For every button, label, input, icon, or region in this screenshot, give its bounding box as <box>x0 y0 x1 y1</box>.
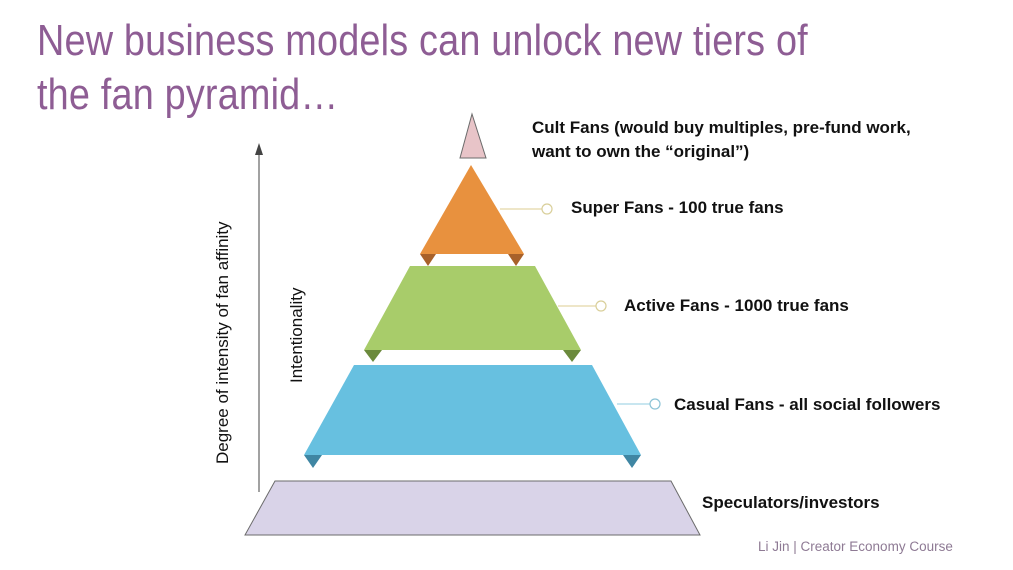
tier-casual-fans-shape <box>304 365 641 468</box>
label-super-fans: Super Fans - 100 true fans <box>571 198 784 217</box>
axis-label-intentionality: Intentionality <box>287 287 306 383</box>
label-cult-fans: Cult Fans (would buy multiples, pre-fund… <box>532 118 911 137</box>
tier-active-fans-shape <box>364 266 581 362</box>
label-cult-fans-line2: want to own the “original”) <box>532 142 750 161</box>
label-active-fans: Active Fans - 1000 true fans <box>624 296 849 315</box>
label-casual-fans: Casual Fans - all social followers <box>674 395 941 414</box>
callout-super-fans <box>500 203 553 215</box>
tier-super-fans-shape <box>420 165 524 266</box>
axis-label-affinity: Degree of intensity of fan affinity <box>213 221 232 464</box>
affinity-axis-arrow <box>255 143 263 492</box>
tier-cult-fans-shape <box>459 112 487 159</box>
slide-title: New business models can unlock new tiers… <box>37 16 808 119</box>
footer-credit: Li Jin | Creator Economy Course <box>758 539 953 554</box>
tier-speculators-shape <box>244 480 701 536</box>
callout-active-fans <box>558 300 607 312</box>
label-speculators: Speculators/investors <box>702 493 880 512</box>
callout-casual-fans <box>617 398 661 410</box>
